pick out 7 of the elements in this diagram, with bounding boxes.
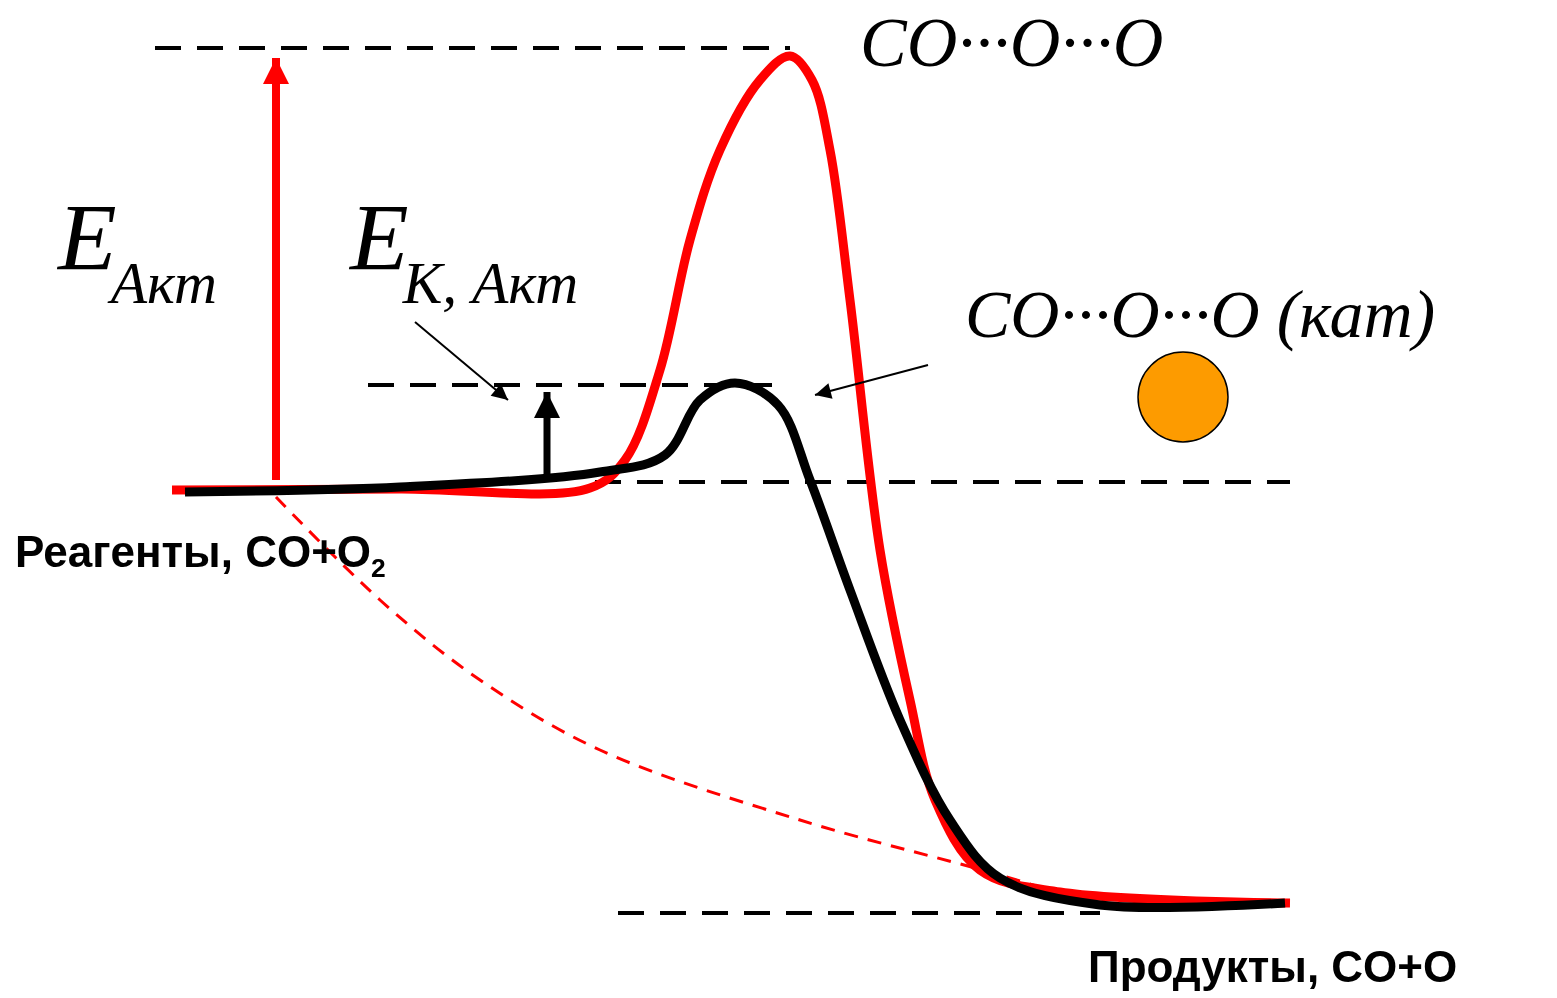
transition-state-label: CO···O···O	[860, 8, 1164, 78]
products-label: Продукты, CO+O	[1088, 945, 1458, 989]
leader-line	[814, 364, 929, 399]
leader-line	[414, 321, 509, 401]
activation-energy-label: E$_{К, Акт}$	[350, 190, 579, 314]
reagents-label: Реагенты, CO+O$_{2}$	[15, 530, 386, 582]
activation-energy-label: E$_{Акт}$	[58, 190, 218, 314]
